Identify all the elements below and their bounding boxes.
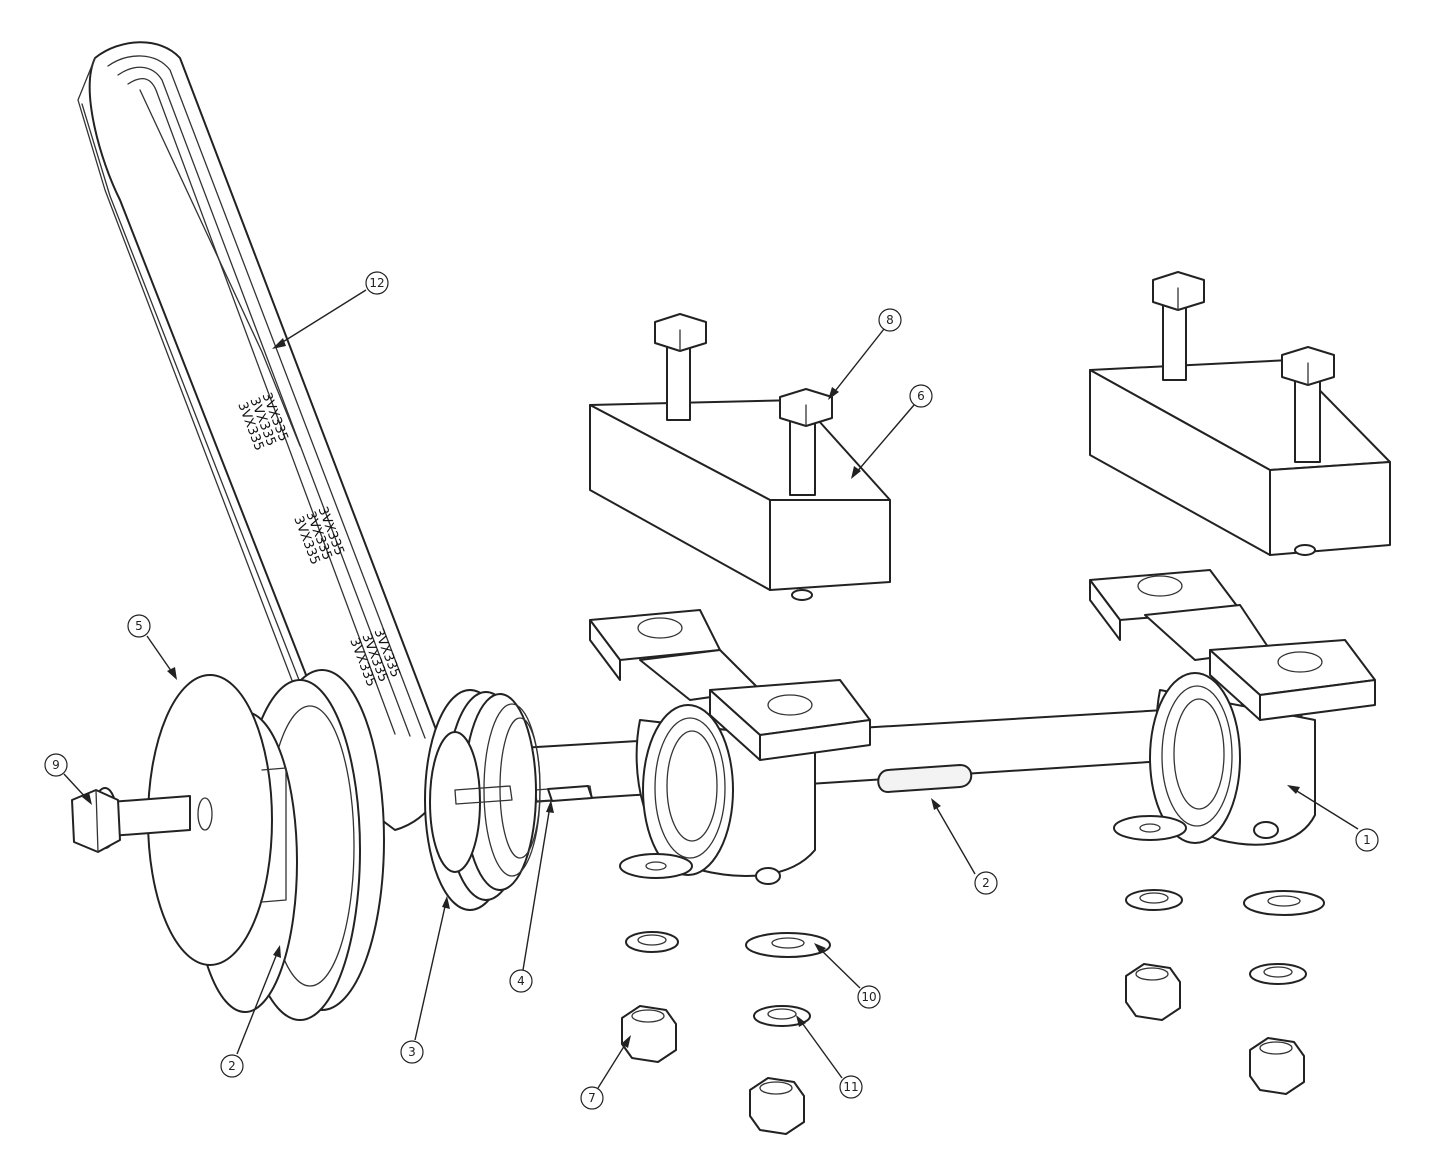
balloon-3: 3 <box>400 1040 424 1064</box>
balloon-7: 7 <box>580 1086 604 1110</box>
balloon-label: 2 <box>228 1059 236 1073</box>
balloon-12: 12 <box>365 271 389 295</box>
balloon-1: 1 <box>1355 828 1379 852</box>
balloon-label: 11 <box>843 1080 858 1094</box>
balloon-label: 7 <box>588 1091 596 1105</box>
balloon-label: 10 <box>861 990 876 1004</box>
balloon-label: 1 <box>1363 833 1371 847</box>
pillow-block-left <box>589 609 871 885</box>
balloon-10: 10 <box>857 985 881 1009</box>
balloon-label: 2 <box>982 876 990 890</box>
balloon-6: 6 <box>909 384 933 408</box>
lock-washer <box>1125 889 1183 911</box>
balloon-label: 6 <box>917 389 925 403</box>
balloon-5: 5 <box>127 614 151 638</box>
balloon-label: 12 <box>369 276 384 290</box>
spacer-block-right <box>1089 271 1391 556</box>
shaft-key <box>547 785 593 802</box>
balloon-4: 4 <box>509 969 533 993</box>
lock-washer <box>625 931 679 953</box>
flat-washer <box>1243 890 1325 916</box>
leader-lines <box>63 289 1359 1089</box>
pulley-bolt <box>71 787 191 853</box>
lock-washer <box>1249 963 1307 985</box>
balloon-9: 9 <box>44 753 68 777</box>
balloon-label: 3 <box>408 1045 416 1059</box>
spacer-block-left <box>589 313 891 601</box>
hex-nut <box>1125 963 1181 1021</box>
hex-nut <box>749 1077 805 1135</box>
balloon-2-pulley: 2 <box>220 1054 244 1078</box>
drive-pulley <box>424 689 541 911</box>
v-belt: 3VX335 3VX335 3VX335 3VX335 3VX335 3VX33… <box>77 41 446 831</box>
hex-nut <box>1249 1037 1305 1095</box>
large-pulley <box>147 669 385 1021</box>
lock-washer <box>753 1005 811 1027</box>
hex-nut <box>621 1005 677 1063</box>
balloon-label: 5 <box>135 619 143 633</box>
balloon-2-shaft: 2 <box>974 871 998 895</box>
balloon-8: 8 <box>878 308 902 332</box>
balloon-11: 11 <box>839 1075 863 1099</box>
balloon-label: 9 <box>52 758 60 772</box>
flat-washer <box>745 932 831 958</box>
balloon-label: 4 <box>517 974 525 988</box>
pillow-block-right <box>1089 569 1376 846</box>
balloon-label: 8 <box>886 313 894 327</box>
